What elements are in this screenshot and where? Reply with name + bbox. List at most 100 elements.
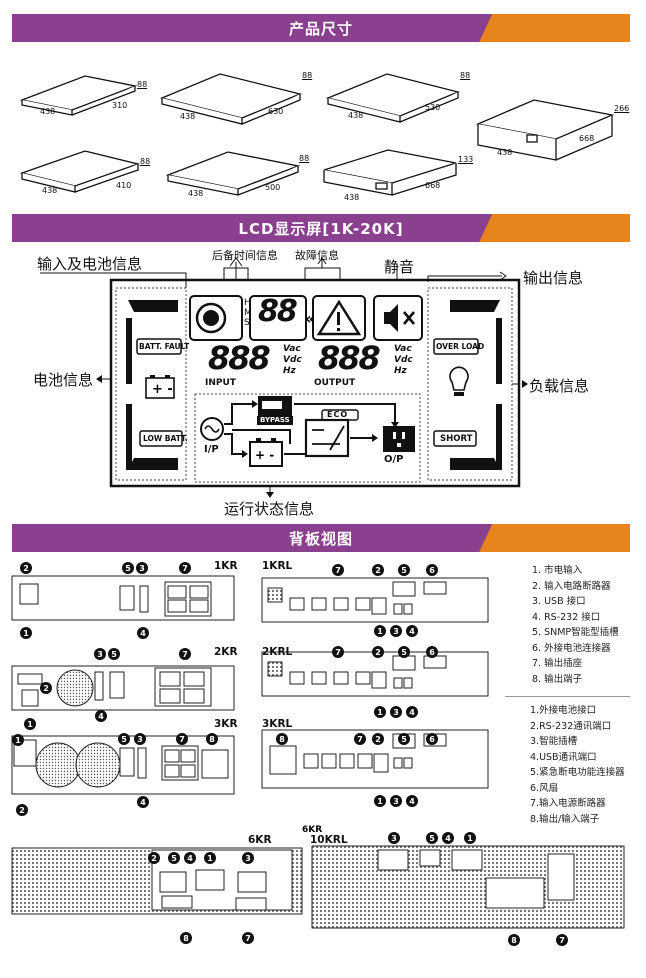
box1-w: 438 <box>40 107 56 116</box>
box4-d: 668 <box>579 134 595 143</box>
short-text: SHORT <box>440 434 473 444</box>
callout-1h: 1 <box>464 832 476 844</box>
callout-4c: 4 <box>95 710 107 722</box>
box3-h: 88 <box>460 71 471 80</box>
out-vdc: Vdc <box>394 355 413 365</box>
panel-1kr: 1KR <box>214 560 238 572</box>
box1-h: 88 <box>137 80 148 89</box>
box2-w: 438 <box>180 112 196 121</box>
hms-s: S <box>244 318 250 328</box>
callout-7g: 7 <box>242 932 254 944</box>
in-vac: Vac <box>283 344 301 354</box>
box-3 <box>325 73 461 123</box>
legend-b-8: 8.输出/输入端子 <box>530 813 600 825</box>
legend-b: 1.外接电池接口 2.RS-232通讯端口 3.智能插槽 4.USB通讯端口 5… <box>530 703 625 827</box>
callout-2g: 2 <box>148 852 160 864</box>
box3-w: 438 <box>348 111 364 120</box>
callout-6f: 6 <box>426 733 438 745</box>
callout-4b: 4 <box>406 625 418 637</box>
legend-a-1: 1. 市电输入 <box>532 565 583 576</box>
hms-h: H <box>244 298 251 308</box>
callout-1b: 1 <box>374 625 386 637</box>
box6-h: 88 <box>299 154 310 163</box>
panel-1krl: 1KRL <box>262 560 293 572</box>
box-7 <box>323 149 457 196</box>
callout-8g: 8 <box>180 932 192 944</box>
callout-6d: 6 <box>426 646 438 658</box>
bypass-text: BYPASS <box>258 416 292 424</box>
out-hz: Hz <box>394 366 407 376</box>
eco-text: ECO <box>327 410 349 419</box>
time-digits: 88 <box>258 294 298 329</box>
callout-1: 1 <box>20 627 32 639</box>
output-digits: 888 <box>318 339 381 377</box>
callout-1g: 1 <box>204 852 216 864</box>
svg-text:+ -: + - <box>255 448 274 462</box>
callout-4f: 4 <box>406 795 418 807</box>
in-hz: Hz <box>283 366 296 376</box>
box3-d: 530 <box>425 103 441 112</box>
legend-a-6: 6. 外接电池连接器 <box>532 642 611 654</box>
legend-a-2: 2. 输入电路断路器 <box>532 580 611 592</box>
box-4 <box>475 99 615 161</box>
box7-d: 668 <box>425 181 441 190</box>
legend-b-2: 2.RS-232通讯端口 <box>530 720 612 732</box>
box-6 <box>165 151 301 196</box>
box6-d: 500 <box>265 183 281 192</box>
box2-d: 630 <box>268 107 284 116</box>
legend-a-7: 7. 输出插座 <box>532 658 583 669</box>
legend-b-7: 7.输入电源断路器 <box>530 798 606 809</box>
box7-h: 133 <box>458 155 474 164</box>
dimension-drawings <box>19 73 615 196</box>
callout-4d: 4 <box>406 706 418 718</box>
callout-8e: 8 <box>206 733 218 745</box>
panel-3krl: 3KRL <box>262 718 293 730</box>
box5-w: 438 <box>42 186 58 195</box>
callout-7f: 7 <box>354 733 366 745</box>
legend-a: 1. 市电输入 2. 输入电路断路器 3. USB 接口 4. RS-232 接… <box>532 563 619 687</box>
box4-w: 438 <box>497 148 513 157</box>
input-digits: 888 <box>208 339 271 377</box>
callout-4h: 4 <box>442 832 454 844</box>
dimensions-banner: 产品尺寸 <box>12 14 630 42</box>
callout-3: 3 <box>136 562 148 574</box>
callout-4: 4 <box>137 627 149 639</box>
callout-7h: 7 <box>556 934 568 946</box>
box6-w: 438 <box>188 189 204 198</box>
output-label: OUTPUT <box>314 378 356 388</box>
callout-5e: 5 <box>118 733 130 745</box>
callout-7: 7 <box>179 562 191 574</box>
lcd-diagram: + - « + - <box>40 257 528 498</box>
legend-b-3: 3.智能插槽 <box>530 736 578 747</box>
op-text: O/P <box>384 454 404 465</box>
panel-2kr: 2KR <box>214 646 238 658</box>
callout-5c: 5 <box>108 648 120 660</box>
svg-text:6KR: 6KR <box>302 825 322 835</box>
box7-w: 438 <box>344 193 360 202</box>
out-vac: Vac <box>394 344 412 354</box>
lcd-banner: LCD显示屏[1K-20K] <box>12 214 630 242</box>
box-2 <box>159 73 303 125</box>
callout-5: 5 <box>122 562 134 574</box>
callout-7c: 7 <box>179 648 191 660</box>
callout-3h: 3 <box>388 832 400 844</box>
box5-h: 88 <box>140 157 151 166</box>
callout-5h: 5 <box>426 832 438 844</box>
input-label: INPUT <box>205 378 236 388</box>
svg-text:+ -: + - <box>152 382 173 397</box>
callout-2: 2 <box>20 562 32 574</box>
legend-b-1: 1.外接电池接口 <box>530 705 597 716</box>
ip-text: I/P <box>204 444 219 455</box>
label-status: 运行状态信息 <box>224 500 315 518</box>
label-battery: 电池信息 <box>33 371 94 389</box>
over-load-text: OVER LOAD <box>436 342 485 351</box>
callout-8f: 8 <box>276 733 288 745</box>
panel-2krl: 2KRL <box>262 646 293 658</box>
box5-d: 410 <box>116 181 132 190</box>
callout-3g: 3 <box>242 852 254 864</box>
label-fault: 故障信息 <box>295 249 339 262</box>
callout-3b: 3 <box>390 625 402 637</box>
label-mute: 静音 <box>384 258 415 276</box>
lcd-title: LCD显示屏[1K-20K] <box>238 219 404 238</box>
rear-title: 背板视图 <box>288 529 353 548</box>
